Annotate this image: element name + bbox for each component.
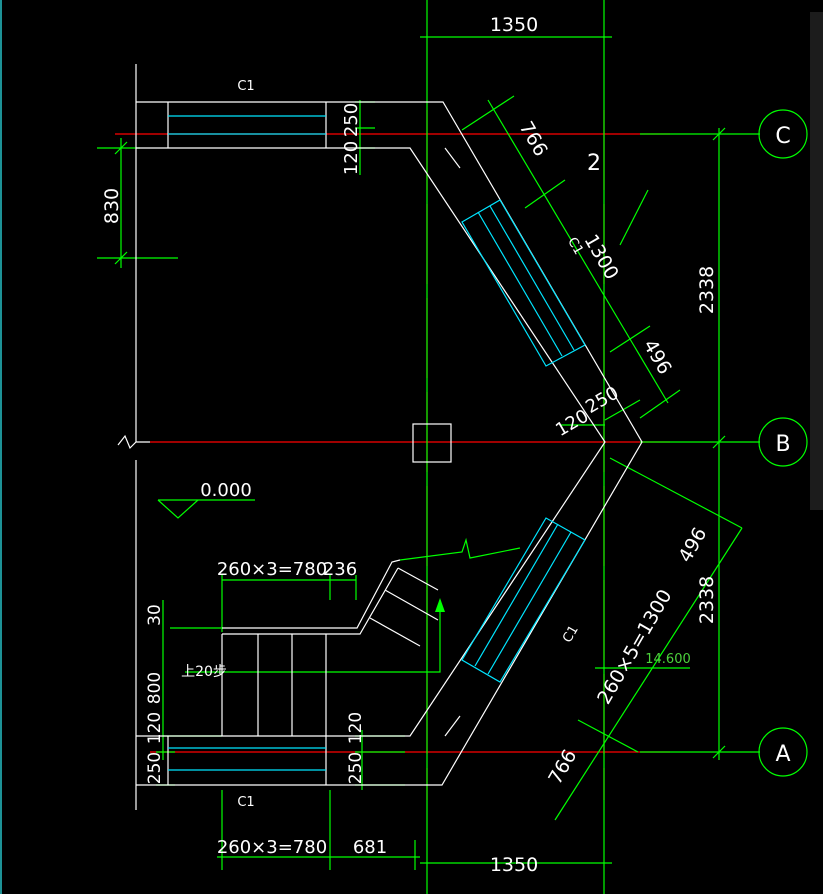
dim-steps-lower: 260×3=780 — [217, 837, 327, 858]
dim-800: 800 — [145, 672, 165, 704]
dim-120-mid: 120 — [552, 406, 592, 441]
dim-250-bottom: 250 — [346, 752, 366, 784]
slab-lines — [168, 115, 586, 771]
dim-681: 681 — [353, 837, 387, 858]
label-c1-bottom: C1 — [237, 795, 254, 810]
dim-2338-bottom: 2338 — [696, 576, 718, 624]
dim-250-mid: 250 — [582, 383, 622, 418]
dim-30: 30 — [145, 604, 165, 626]
axis-lines — [115, 110, 670, 800]
label-c1-top: C1 — [237, 79, 254, 94]
dim-496-bottom: 496 — [674, 524, 711, 566]
dim-236: 236 — [323, 559, 357, 580]
dim-steps-upper: 260×3=780 — [217, 559, 327, 580]
label-c1-diagonal-top: C1 — [564, 235, 586, 258]
dim-bottom-1350: 1350 — [490, 854, 538, 876]
label-c1-diagonal-bottom: C1 — [560, 623, 582, 646]
axis-bubbles — [758, 109, 808, 777]
dim-250-left: 250 — [145, 752, 165, 784]
up-steps-label: 上20步 — [181, 664, 227, 680]
axis-bubble-b — [758, 417, 808, 467]
dim-1300-bottom: 260×5=1300 — [593, 586, 676, 708]
dim-2338-top: 2338 — [696, 266, 718, 314]
dimension-lines — [97, 0, 760, 894]
dim-830: 830 — [101, 188, 123, 224]
level-mark: 0.000 — [200, 480, 252, 501]
dim-120-top: 120 — [341, 141, 362, 175]
elevation-label: 14.600 — [645, 652, 691, 667]
dim-1300-top: 1300 — [580, 231, 623, 284]
axis-label-a: A — [775, 742, 790, 767]
dim-120-left: 120 — [145, 712, 165, 744]
dim-250-top: 250 — [341, 103, 362, 137]
dim-496-top: 496 — [639, 336, 676, 378]
stair-outlines — [117, 64, 643, 810]
vertical-scrollbar[interactable] — [810, 12, 823, 510]
dim-120-bottom: 120 — [346, 712, 366, 744]
dim-top-1350: 1350 — [490, 14, 538, 36]
axis-bubble-c — [758, 109, 808, 159]
axis-bubble-a — [758, 727, 808, 777]
column-number: 2 — [587, 151, 601, 176]
axis-label-b: B — [775, 432, 790, 457]
annotations: C B A 2 1350 1350 766 1300 496 2338 2338… — [101, 14, 791, 876]
axis-label-c: C — [775, 124, 790, 149]
